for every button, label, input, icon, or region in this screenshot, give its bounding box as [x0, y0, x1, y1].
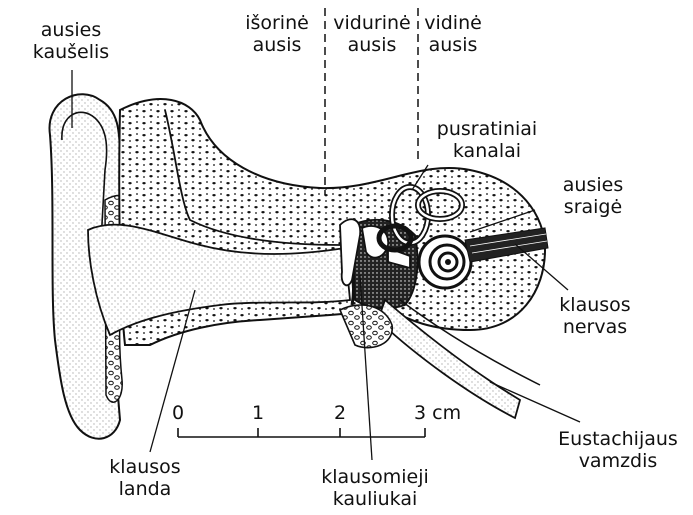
label-eustachian-tube: Eustachijaus vamzdis — [548, 428, 688, 472]
scale-tick-3cm: 3 cm — [414, 402, 474, 424]
label-auditory-nerve: klausos nervas — [550, 294, 640, 338]
scale-bar — [178, 428, 425, 437]
scale-tick-1: 1 — [246, 402, 270, 424]
label-semicircular-canals: pusratiniai kanalai — [427, 118, 547, 162]
region-outer-ear-label: išorinė ausis — [232, 12, 322, 56]
scale-tick-0: 0 — [166, 402, 190, 424]
label-ossicles: klausomieji kauliukai — [300, 466, 450, 510]
label-cochlea: ausies sraigė — [548, 174, 638, 218]
label-auricle: ausies kaušelis — [16, 19, 126, 63]
scale-tick-2: 2 — [328, 402, 352, 424]
region-inner-ear-label: vidinė ausis — [420, 12, 486, 56]
region-middle-ear-label: vidurinė ausis — [328, 12, 416, 56]
label-ear-canal: klausos landa — [100, 456, 190, 500]
cochlea-spiral — [419, 236, 471, 288]
